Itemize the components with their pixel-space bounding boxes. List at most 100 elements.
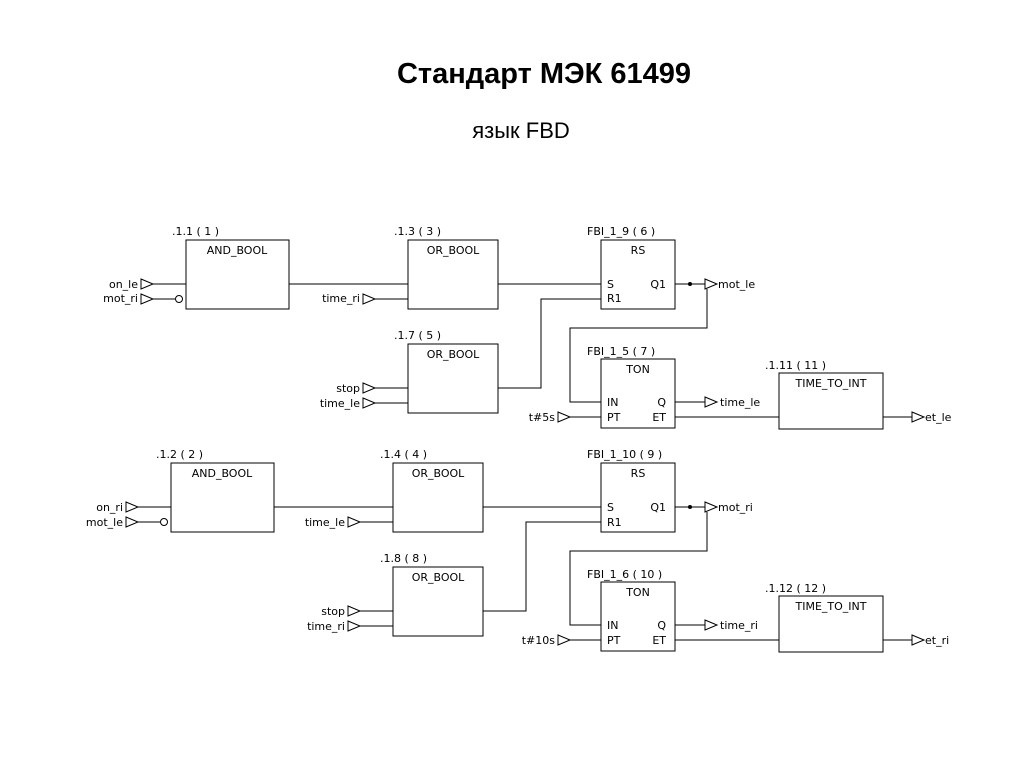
- input-arrow-icon: [347, 605, 362, 617]
- input-on-le: on_le: [109, 278, 186, 291]
- or-block-3-type: OR_BOOL: [427, 244, 480, 257]
- junction-dot-icon: [688, 282, 692, 286]
- input-label-stop: stop: [336, 382, 360, 395]
- input-label-time-le: time_le: [320, 397, 360, 410]
- ton-block-2-id: FBI_1_6 ( 10 ): [587, 568, 662, 581]
- rs-pin-s: S: [607, 501, 614, 514]
- ton-pin-pt: PT: [607, 411, 621, 424]
- or-block-3: .1.3 ( 3 ) OR_BOOL: [394, 225, 499, 310]
- input-arrow-icon: [557, 411, 572, 423]
- conv-block-11-id: .1.11 ( 11 ): [765, 359, 826, 372]
- input-arrow-icon: [362, 397, 377, 409]
- input-mot-le-negated: mot_le: [86, 516, 168, 529]
- output-label-time-ri: time_ri: [720, 619, 758, 632]
- slide-subtitle: язык FBD: [472, 118, 570, 143]
- rs-block-1-type: RS: [631, 244, 646, 257]
- negation-circle-icon: [160, 518, 168, 526]
- ton-block-2-type: TON: [625, 586, 650, 599]
- input-arrow-icon: [140, 293, 155, 305]
- output-label-time-le: time_le: [720, 396, 760, 409]
- slide-title: Стандарт МЭК 61499: [396, 58, 692, 90]
- input-time-ri-2: time_ri: [307, 620, 393, 633]
- and-block-2: .1.2 ( 2 ) AND_BOOL: [156, 448, 275, 533]
- fbd-row-1: .1.1 ( 1 ) AND_BOOL on_le mot_ri .1.3 ( …: [103, 225, 952, 430]
- input-arrow-icon: [347, 620, 362, 632]
- input-label-time-ri-2: time_ri: [307, 620, 345, 633]
- output-label-et-le: et_le: [925, 411, 952, 424]
- input-label-mot-ri: mot_ri: [103, 292, 138, 305]
- output-et-ri: et_ri: [883, 634, 949, 647]
- or-block-7-id: .1.7 ( 5 ): [394, 329, 441, 342]
- output-arrow-icon: [704, 278, 719, 290]
- rs-pin-s: S: [607, 278, 614, 291]
- ton-pin-pt: PT: [607, 634, 621, 647]
- or-block-8: .1.8 ( 8 ) OR_BOOL: [380, 552, 484, 637]
- input-mot-ri-negated: mot_ri: [103, 292, 183, 305]
- input-label-time-ri: time_ri: [322, 292, 360, 305]
- output-arrow-icon: [911, 411, 926, 423]
- input-arrow-icon: [140, 278, 155, 290]
- ton-pin-et: ET: [652, 411, 666, 424]
- input-label-on-le: on_le: [109, 278, 138, 291]
- output-label-mot-ri: mot_ri: [718, 501, 753, 514]
- output-time-le: time_le: [675, 396, 760, 409]
- and-block-1-type: AND_BOOL: [207, 244, 268, 257]
- output-time-ri: time_ri: [675, 619, 758, 632]
- input-pt-5s: t#5s: [529, 411, 601, 424]
- input-stop: stop: [336, 382, 408, 395]
- or-block-7-type: OR_BOOL: [427, 348, 480, 361]
- input-arrow-icon: [362, 382, 377, 394]
- input-arrow-icon: [125, 501, 140, 513]
- input-time-ri: time_ri: [322, 292, 408, 305]
- or-block-3-id: .1.3 ( 3 ): [394, 225, 441, 238]
- rs-block-2: FBI_1_10 ( 9 ) RS S R1 Q1: [587, 448, 676, 533]
- ton-pin-et: ET: [652, 634, 666, 647]
- and-block-2-type: AND_BOOL: [192, 467, 253, 480]
- conv-block-11-type: TIME_TO_INT: [795, 377, 867, 390]
- rs-block-2-id: FBI_1_10 ( 9 ): [587, 448, 662, 461]
- input-label-mot-le: mot_le: [86, 516, 123, 529]
- and-block-1: .1.1 ( 1 ) AND_BOOL: [172, 225, 290, 310]
- conv-block-12: .1.12 ( 12 ) TIME_TO_INT: [765, 582, 884, 653]
- output-arrow-icon: [911, 634, 926, 646]
- input-arrow-icon: [125, 516, 140, 528]
- wire-or8-to-rs-r1: [483, 521, 601, 612]
- junction-dot-icon: [688, 505, 692, 509]
- input-arrow-icon: [347, 516, 362, 528]
- and-block-1-id: .1.1 ( 1 ): [172, 225, 219, 238]
- ton-block-2: FBI_1_6 ( 10 ) TON IN PT Q ET: [587, 568, 676, 652]
- rs-pin-q1: Q1: [650, 278, 666, 291]
- input-label-time-le-2: time_le: [305, 516, 345, 529]
- input-time-le-2: time_le: [305, 516, 393, 529]
- or-block-4-type: OR_BOOL: [412, 467, 465, 480]
- or-block-4-id: .1.4 ( 4 ): [380, 448, 427, 461]
- input-label-pt: t#5s: [529, 411, 556, 424]
- output-et-le: et_le: [883, 411, 952, 424]
- input-label-stop-2: stop: [321, 605, 345, 618]
- output-mot-le: mot_le: [675, 278, 755, 291]
- wire-rs-q1-to-ton-in: [569, 289, 708, 403]
- output-mot-ri: mot_ri: [675, 501, 753, 514]
- output-label-mot-le: mot_le: [718, 278, 755, 291]
- input-on-ri: on_ri: [96, 501, 171, 514]
- input-stop-2: stop: [321, 605, 393, 618]
- output-arrow-icon: [704, 396, 719, 408]
- fbd-row-2: .1.2 ( 2 ) AND_BOOL on_ri mot_le .1.4 ( …: [86, 448, 949, 653]
- output-arrow-icon: [704, 501, 719, 513]
- or-block-8-type: OR_BOOL: [412, 571, 465, 584]
- conv-block-11: .1.11 ( 11 ) TIME_TO_INT: [765, 359, 884, 430]
- or-block-4: .1.4 ( 4 ) OR_BOOL: [380, 448, 484, 533]
- ton-pin-in: IN: [607, 396, 618, 409]
- rs-pin-r1: R1: [607, 292, 622, 305]
- input-label-pt-2: t#10s: [522, 634, 556, 647]
- output-label-et-ri: et_ri: [925, 634, 949, 647]
- rs-pin-q1: Q1: [650, 501, 666, 514]
- input-time-le: time_le: [320, 397, 408, 410]
- conv-block-12-type: TIME_TO_INT: [795, 600, 867, 613]
- ton-pin-in: IN: [607, 619, 618, 632]
- ton-pin-q: Q: [657, 619, 666, 632]
- negation-circle-icon: [175, 295, 183, 303]
- rs-pin-r1: R1: [607, 516, 622, 529]
- rs-block-1: FBI_1_9 ( 6 ) RS S R1 Q1: [587, 225, 676, 310]
